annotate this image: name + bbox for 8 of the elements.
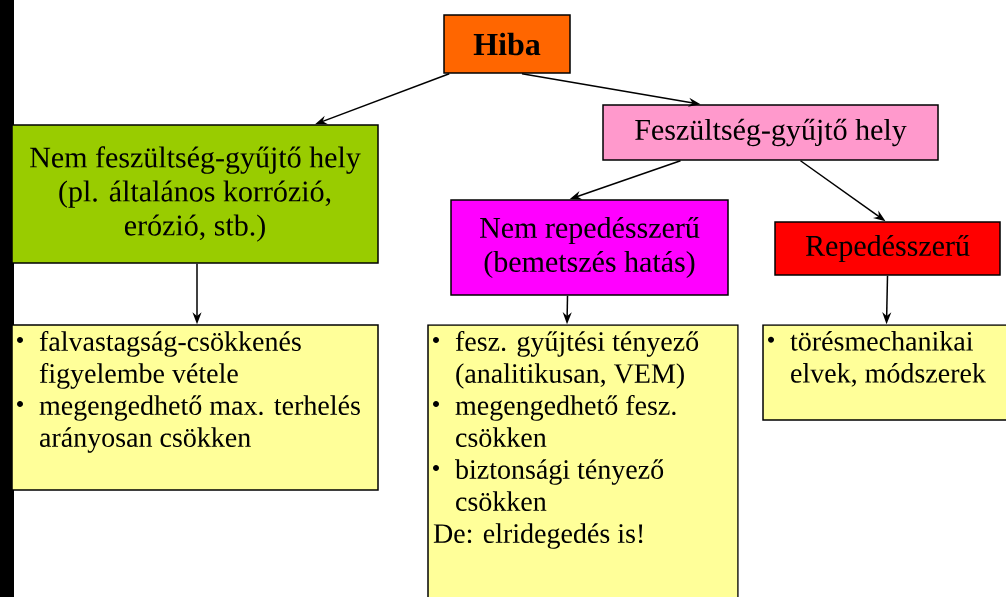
note-box: törésmechanikai elvek, módszerek	[762, 324, 1006, 421]
title-box: Hiba	[443, 14, 571, 74]
note-box: fesz. gyűjtési tényező (analitikusan, VEM) megengedhető fesz. csökken biztonsági tényező csökken De: elridegedés is!	[427, 324, 739, 597]
category-box: Nem repedésszerű (bemetszés hatás)	[450, 199, 729, 296]
category-box: Repedésszerű	[774, 221, 1001, 276]
note-box: falvastagság-csökkenés figyelembe vétele megengedhető max. terhelés arányosan csökken	[11, 324, 379, 491]
category-box: Nem feszültség-gyűjtő hely (pl. általános korrózió, erózió, stb.)	[11, 124, 379, 264]
category-box: Feszültség-gyűjtő hely	[602, 104, 939, 161]
